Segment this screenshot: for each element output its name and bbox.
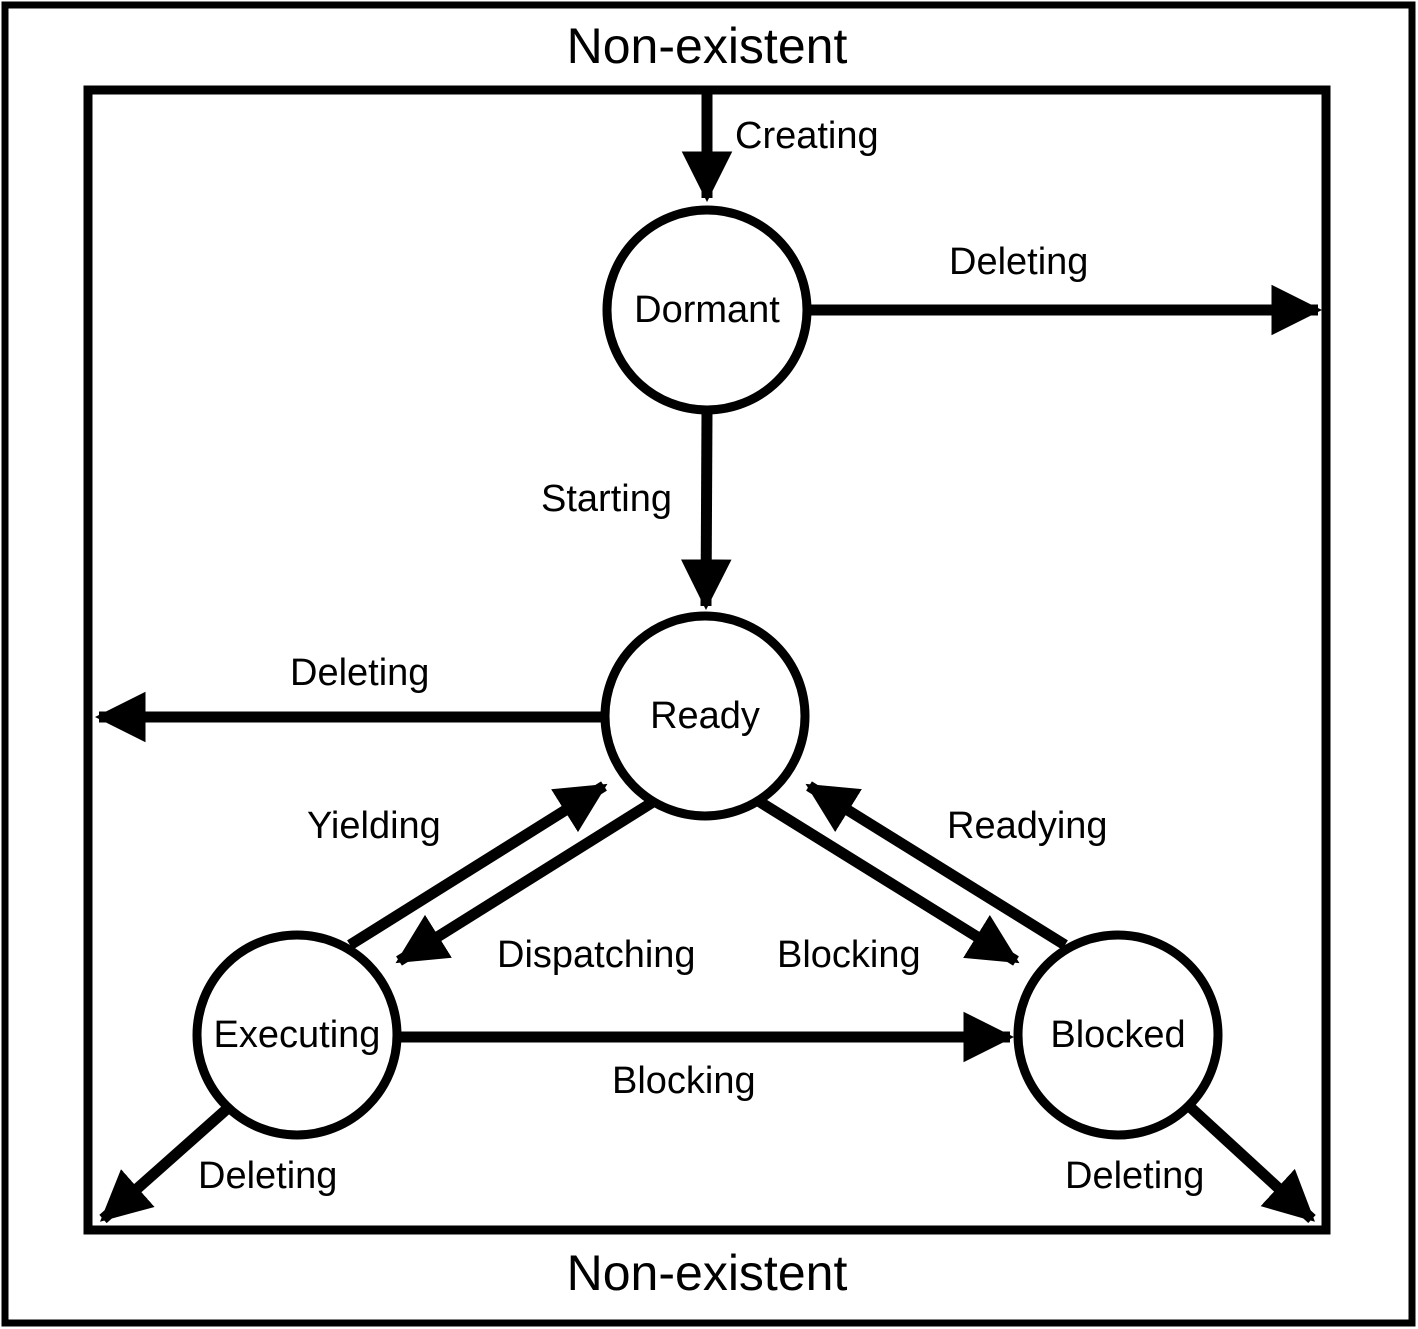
state-node-dormant[interactable]: Dormant bbox=[602, 205, 812, 415]
state-label-ready: Ready bbox=[650, 695, 760, 737]
transition-deleting-ready-label: Deleting bbox=[290, 652, 429, 694]
transition-yielding: Yielding bbox=[307, 781, 608, 950]
transition-dispatching: Dispatching bbox=[395, 797, 696, 976]
transition-deleting-dormant: Deleting bbox=[810, 241, 1323, 336]
state-circle-blocked bbox=[1013, 930, 1223, 1140]
transition-deleting-blocked-label: Deleting bbox=[1065, 1155, 1204, 1197]
state-node-ready[interactable]: Ready bbox=[600, 611, 810, 821]
transition-readying: Readying bbox=[805, 781, 1108, 950]
transition-blocking-ready-label: Blocking bbox=[777, 934, 921, 976]
region-label-top: Non-existent bbox=[567, 18, 848, 74]
transition-creating: Creating bbox=[681, 92, 879, 203]
state-label-blocked: Blocked bbox=[1050, 1014, 1185, 1056]
transition-yielding-line bbox=[347, 781, 608, 950]
transition-readying-label: Readying bbox=[947, 805, 1108, 847]
transition-deleting-blocked: Deleting bbox=[1065, 1101, 1316, 1224]
state-label-executing: Executing bbox=[214, 1014, 381, 1056]
state-circle-ready bbox=[600, 611, 810, 821]
transition-deleting-ready: Deleting bbox=[94, 652, 602, 743]
state-circle-executing bbox=[192, 930, 402, 1140]
transition-deleting-executing-label: Deleting bbox=[198, 1155, 337, 1197]
transition-deleting-executing-line bbox=[99, 1103, 232, 1224]
transition-deleting-blocked-line bbox=[1185, 1101, 1316, 1224]
transition-deleting-dormant-label: Deleting bbox=[949, 241, 1088, 283]
transition-readying-line bbox=[805, 781, 1068, 950]
state-label-dormant: Dormant bbox=[634, 289, 780, 331]
transition-dispatching-label: Dispatching bbox=[497, 934, 696, 976]
inner-frame bbox=[83, 85, 1331, 1235]
state-node-blocked[interactable]: Blocked bbox=[1013, 930, 1223, 1140]
state-node-executing[interactable]: Executing bbox=[192, 930, 402, 1140]
transition-starting: Starting bbox=[541, 411, 732, 611]
transition-blocking-ready: Blocking bbox=[757, 797, 1020, 976]
region-label-bottom: Non-existent bbox=[567, 1245, 848, 1301]
transition-deleting-executing: Deleting bbox=[99, 1103, 337, 1224]
transition-blocking-executing-label: Blocking bbox=[612, 1060, 756, 1102]
transition-blocking-ready-line bbox=[757, 797, 1020, 966]
transition-starting-line bbox=[680, 411, 732, 611]
state-circle-dormant bbox=[602, 205, 812, 415]
transition-dispatching-line bbox=[395, 797, 656, 966]
transition-yielding-label: Yielding bbox=[307, 805, 441, 847]
transition-starting-label: Starting bbox=[541, 478, 672, 520]
transition-creating-label: Creating bbox=[735, 115, 879, 157]
transition-blocking-executing: Blocking bbox=[400, 1011, 1015, 1102]
